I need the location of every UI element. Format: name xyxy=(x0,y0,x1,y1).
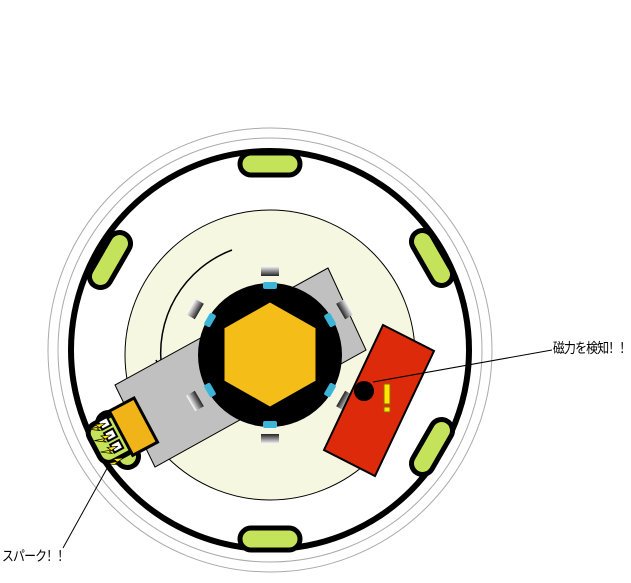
outer-thin-ring xyxy=(47,127,493,573)
magnet-detect-label: 磁力を検知！！ xyxy=(553,341,631,357)
spark-label: スパーク！！ xyxy=(2,549,69,565)
coil-pad-lower-right xyxy=(409,417,455,477)
spark-callout-line xyxy=(62,462,111,549)
outer-thin-ring-inner xyxy=(57,137,483,563)
brush-contact xyxy=(85,395,160,466)
warning-icon xyxy=(383,383,391,413)
coil-pad-upper-left xyxy=(87,230,133,290)
sensor-detector xyxy=(354,381,374,401)
rotation-arrow xyxy=(159,249,233,371)
coil-pad-upper-right xyxy=(409,228,455,288)
coil-pad-top xyxy=(237,150,303,178)
magnet-callout-line xyxy=(372,349,553,383)
hall-sensor xyxy=(322,323,436,478)
spark-icon xyxy=(88,422,125,466)
coil-pad-bottom xyxy=(237,525,303,553)
leds xyxy=(204,282,336,428)
hexagon-shaft xyxy=(223,301,317,408)
